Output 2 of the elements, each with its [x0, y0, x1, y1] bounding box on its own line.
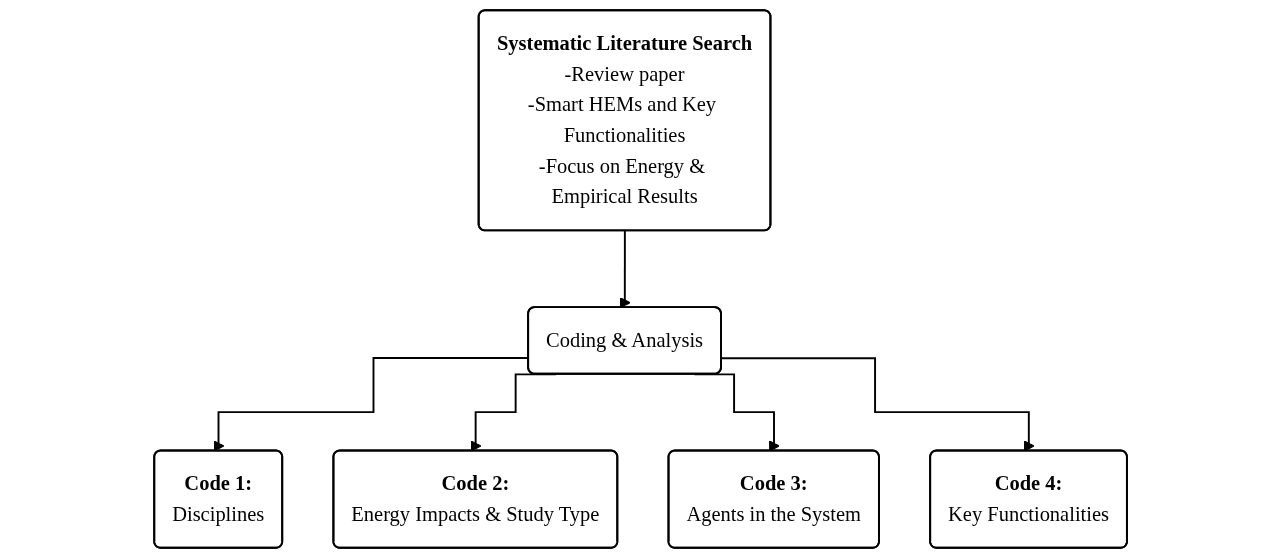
arrow — [619, 230, 632, 309]
arrow — [721, 357, 1036, 452]
